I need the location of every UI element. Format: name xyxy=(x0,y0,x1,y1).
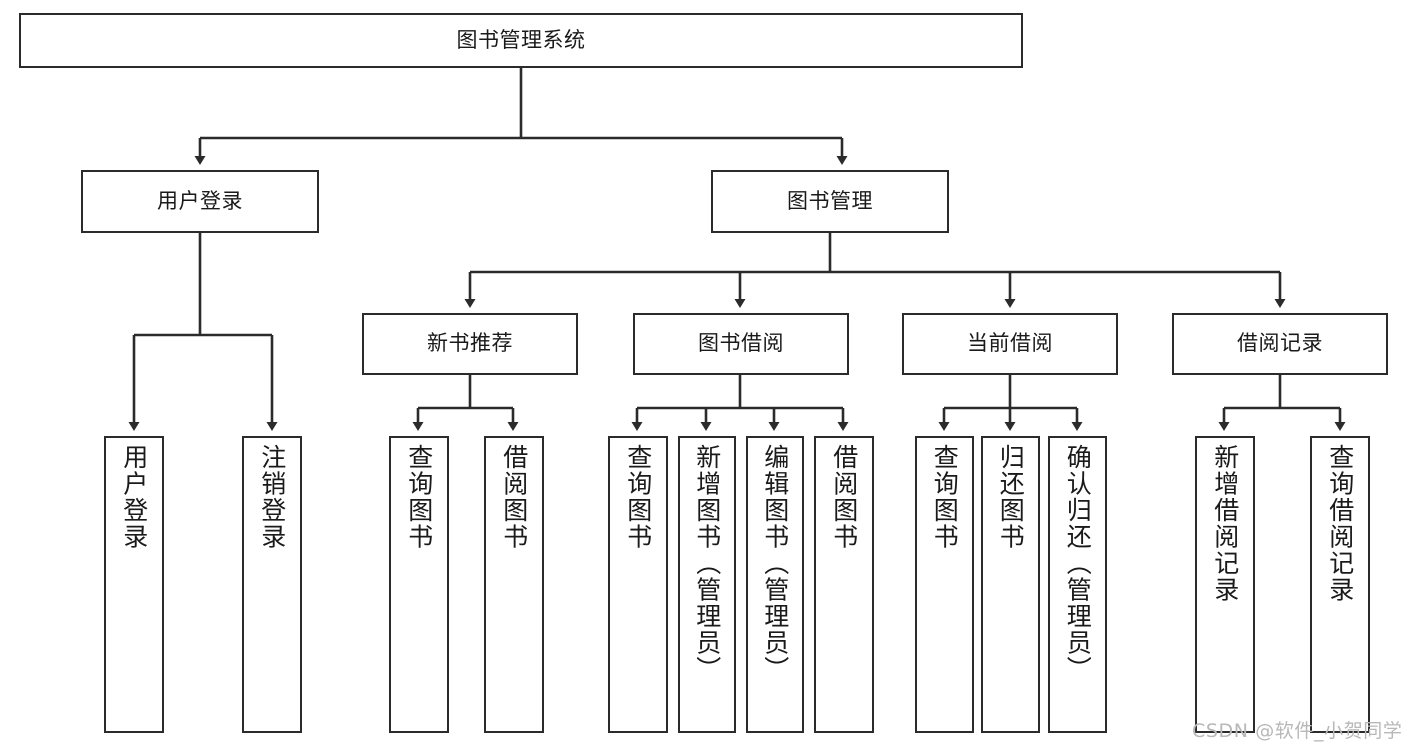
node-leaf-confirm-return[interactable]: 确认归还（管理员） xyxy=(1048,436,1107,733)
node-current-borrow-label: 当前借阅 xyxy=(967,331,1053,356)
node-leaf-query-book-3[interactable]: 查询图书 xyxy=(915,436,974,733)
node-leaf-logout-label: 注销登录 xyxy=(257,444,287,550)
node-leaf-query-book-1[interactable]: 查询图书 xyxy=(389,436,449,733)
node-leaf-confirm-return-label: 确认归还（管理员） xyxy=(1063,444,1093,683)
node-new-book-rec[interactable]: 新书推荐 xyxy=(362,313,578,375)
node-leaf-add-book-label: 新增图书（管理员） xyxy=(692,444,722,683)
node-leaf-add-record-label: 新增借阅记录 xyxy=(1210,444,1240,603)
node-new-book-rec-label: 新书推荐 xyxy=(427,331,513,356)
node-root-label: 图书管理系统 xyxy=(456,27,586,52)
node-user-login-label: 用户登录 xyxy=(157,188,243,213)
node-leaf-borrow-book-1-label: 借阅图书 xyxy=(499,444,529,550)
node-leaf-query-record-label: 查询借阅记录 xyxy=(1325,444,1355,603)
node-leaf-add-book[interactable]: 新增图书（管理员） xyxy=(678,436,736,733)
node-leaf-user-login[interactable]: 用户登录 xyxy=(104,436,164,733)
node-current-borrow[interactable]: 当前借阅 xyxy=(902,313,1118,375)
node-leaf-query-book-3-label: 查询图书 xyxy=(930,444,960,550)
node-leaf-query-book-1-label: 查询图书 xyxy=(404,444,434,550)
node-book-borrow[interactable]: 图书借阅 xyxy=(633,313,849,375)
node-book-manage[interactable]: 图书管理 xyxy=(711,170,949,233)
node-borrow-record-label: 借阅记录 xyxy=(1237,331,1323,356)
node-leaf-user-login-label: 用户登录 xyxy=(119,444,149,550)
node-leaf-logout[interactable]: 注销登录 xyxy=(242,436,302,733)
node-borrow-record[interactable]: 借阅记录 xyxy=(1172,313,1388,375)
node-leaf-return-book-label: 归还图书 xyxy=(996,444,1026,550)
node-leaf-query-record[interactable]: 查询借阅记录 xyxy=(1310,436,1370,733)
node-root[interactable]: 图书管理系统 xyxy=(19,13,1023,68)
node-user-login[interactable]: 用户登录 xyxy=(81,170,319,233)
node-leaf-query-book-2[interactable]: 查询图书 xyxy=(608,436,668,733)
node-book-borrow-label: 图书借阅 xyxy=(698,331,784,356)
node-leaf-borrow-book-2-label: 借阅图书 xyxy=(829,444,859,550)
node-leaf-borrow-book-2[interactable]: 借阅图书 xyxy=(814,436,874,733)
node-leaf-edit-book-label: 编辑图书（管理员） xyxy=(760,444,790,683)
node-leaf-edit-book[interactable]: 编辑图书（管理员） xyxy=(746,436,804,733)
node-book-manage-label: 图书管理 xyxy=(787,188,873,213)
watermark-text: CSDN @软件_小贺同学 xyxy=(1192,720,1403,742)
node-leaf-query-book-2-label: 查询图书 xyxy=(623,444,653,550)
node-leaf-borrow-book-1[interactable]: 借阅图书 xyxy=(484,436,544,733)
node-leaf-return-book[interactable]: 归还图书 xyxy=(981,436,1040,733)
node-leaf-add-record[interactable]: 新增借阅记录 xyxy=(1195,436,1255,733)
